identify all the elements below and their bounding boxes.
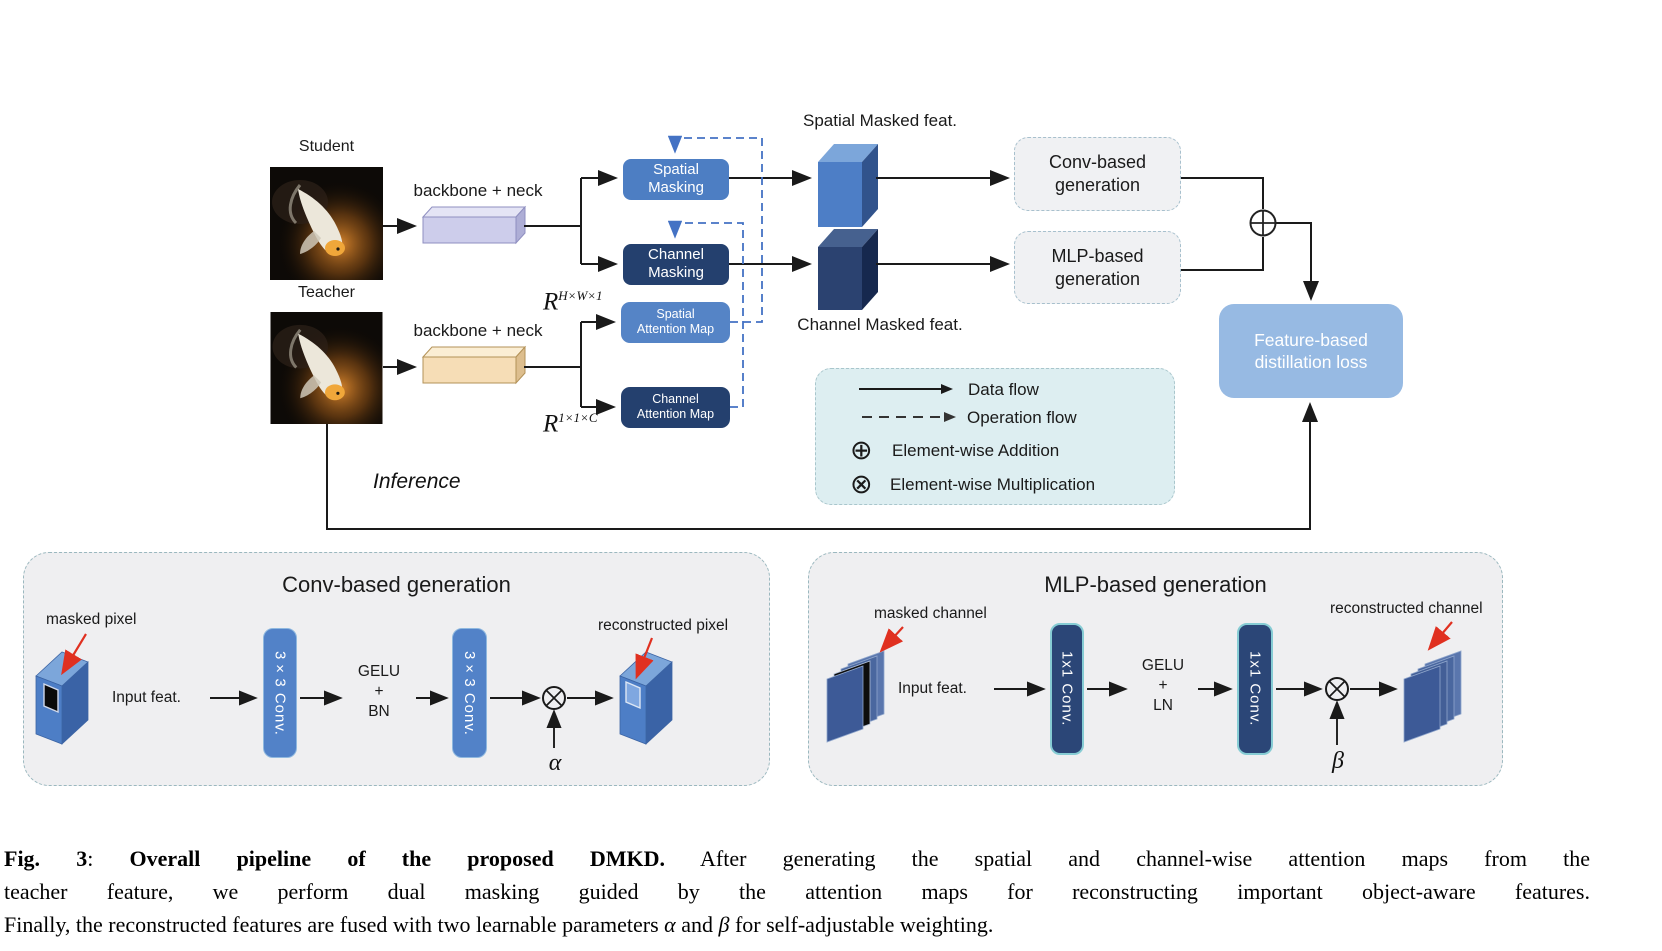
circle-cross-icon: ⊗ (850, 469, 873, 500)
data-flow-arrow-icon (859, 384, 953, 394)
beta-param-label: β (1332, 748, 1344, 774)
mlp-input-feat-label: Input feat. (898, 680, 967, 697)
loss-line2: distillation loss (1254, 352, 1368, 372)
conv-generation-line1: Conv-based (1048, 152, 1147, 172)
mlp-conv1-label: 1x1 Conv. (1058, 651, 1076, 727)
r-spatial-dim-label: RH×W×1 (543, 288, 603, 316)
loss-line1: Feature-based (1254, 330, 1368, 350)
operation-flow-arrow-icon (862, 412, 956, 422)
r-sup: H×W×1 (558, 288, 603, 303)
r-sup: 1×1×C (558, 410, 598, 425)
spatial-masking-node: Spatial Masking (623, 159, 729, 200)
r-channel-dim-label: R1×1×C (543, 410, 598, 438)
r-base: R (543, 410, 559, 438)
channel-attention-line2: Attention Map (636, 407, 715, 421)
spatial-masked-cuboid (818, 144, 878, 227)
student-label: Student (298, 138, 355, 155)
spatial-masked-feat-label: Spatial Masked feat. (802, 111, 958, 130)
caption-fig-number: Fig. 3 (4, 846, 88, 871)
student-image (270, 167, 383, 280)
spatial-attention-line2: Attention Map (636, 322, 715, 336)
mlp-generation-line2: generation (1054, 269, 1141, 289)
teacher-label: Teacher (298, 284, 355, 301)
mlp-generation-panel (808, 552, 1503, 786)
legend-multiplication-label: Element-wise Multiplication (890, 475, 1096, 494)
legend-operation-flow-label: Operation flow (967, 408, 1077, 427)
mlp-conv1-pill: 1x1 Conv. (1050, 623, 1084, 755)
masked-channel-label: masked channel (874, 605, 987, 622)
mlp-generation-line1: MLP-based (1051, 246, 1144, 266)
koi-fish-photo (270, 312, 383, 424)
spatial-masking-line1: Spatial (653, 161, 699, 178)
plus-line: + (1158, 677, 1168, 694)
plus-line: + (374, 683, 384, 700)
alpha-param-label: α (548, 750, 562, 776)
caption-line3-post: for self-adjustable weighting. (729, 912, 994, 937)
channel-masking-line1: Channel (648, 246, 704, 263)
caption-line-1: Fig. 3: Overall pipeline of the proposed… (4, 842, 1590, 875)
conv-generation-node: Conv-based generation (1014, 137, 1181, 211)
conv1-label: 3×3 Conv. (271, 650, 289, 736)
koi-fish-photo (270, 167, 383, 280)
r-base: R (543, 288, 559, 316)
teacher-backbone-bar (421, 345, 527, 385)
reconstructed-pixel-label: reconstructed pixel (598, 617, 729, 634)
caption-line-2: teacher feature, we perform dual masking… (4, 879, 1590, 904)
conv-generation-line2: generation (1054, 175, 1141, 195)
conv2-pill: 3×3 Conv. (452, 628, 487, 758)
reconstructed-channel-label: reconstructed channel (1330, 600, 1483, 617)
conv1-pill: 3×3 Conv. (263, 628, 297, 758)
channel-masking-node: Channel Masking (623, 244, 729, 285)
caption-colon: : (87, 846, 130, 871)
conv2-label: 3×3 Conv. (461, 650, 478, 736)
legend-addition-label: Element-wise Addition (892, 441, 1060, 460)
caption-line-3: Finally, the reconstructed features are … (4, 908, 1590, 941)
student-backbone-bar (421, 205, 527, 245)
caption-beta: β (718, 912, 730, 937)
channel-masked-cuboid (818, 229, 878, 310)
channel-masked-feat-label: Channel Masked feat. (797, 315, 963, 334)
caption-line3-pre: Finally, the reconstructed features are … (4, 912, 665, 937)
channel-attention-map-node: Channel Attention Map (621, 387, 730, 428)
legend-data-flow-label: Data flow (968, 380, 1039, 399)
gelu-ln-label: GELU + LN (1130, 656, 1196, 716)
teacher-image (270, 312, 383, 424)
channel-attention-line1: Channel (652, 392, 699, 406)
inference-label: Inference (373, 470, 461, 493)
caption-line3-and: and (675, 912, 719, 937)
gelu-line: GELU (357, 663, 401, 680)
mlp-conv2-label: 1x1 Conv. (1246, 651, 1264, 727)
bn-line: BN (368, 703, 390, 720)
conv-input-feat-label: Input feat. (112, 689, 181, 706)
circle-plus-icon: ⊕ (850, 435, 873, 466)
spatial-masking-line2: Masking (648, 179, 704, 196)
channel-masking-line2: Masking (648, 264, 704, 281)
mlp-conv2-pill: 1x1 Conv. (1237, 623, 1273, 755)
mlp-generation-node: MLP-based generation (1014, 231, 1181, 304)
conv-panel-title: Conv-based generation (282, 572, 511, 597)
figure-caption: Fig. 3: Overall pipeline of the proposed… (4, 842, 1590, 941)
distillation-loss-node: Feature-based distillation loss (1219, 304, 1403, 398)
gelu-line: GELU (1141, 657, 1185, 674)
elementwise-addition-node (1249, 209, 1277, 237)
mlp-panel-title: MLP-based generation (1044, 572, 1267, 597)
student-backbone-label: backbone + neck (413, 181, 543, 200)
caption-alpha: α (664, 912, 676, 937)
gelu-bn-label: GELU + BN (345, 662, 413, 722)
masked-pixel-label: masked pixel (46, 611, 137, 628)
teacher-backbone-label: backbone + neck (413, 321, 543, 340)
ln-line: LN (1153, 697, 1173, 714)
spatial-attention-map-node: Spatial Attention Map (621, 302, 730, 343)
spatial-attention-line1: Spatial (656, 307, 695, 321)
caption-line1-text: After generating the spatial and channel… (665, 846, 1590, 871)
caption-bold-title: Overall pipeline of the proposed DMKD. (129, 846, 666, 871)
